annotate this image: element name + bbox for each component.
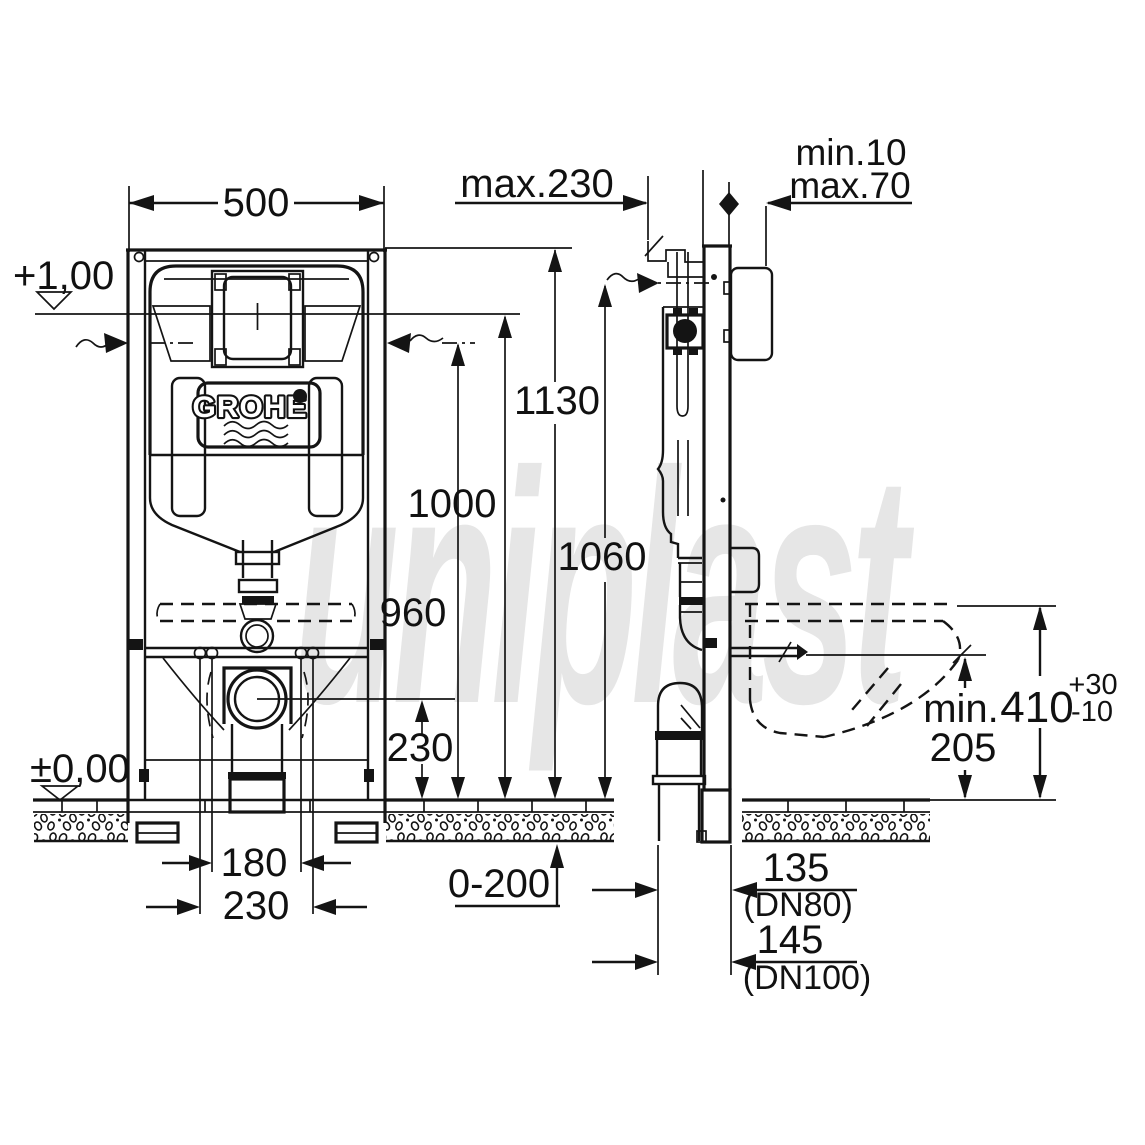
- height-dimensions: 1130 1000 960 1060: [380, 162, 649, 799]
- frame-depth-label: max.230: [460, 162, 613, 206]
- crossbar-and-bolts: [145, 646, 368, 914]
- break-arrow-icon: [637, 273, 659, 293]
- level-triangle-icon: [39, 785, 81, 802]
- break-arrow-icon: [104, 333, 128, 353]
- dim-bolt-spacings: 180 230: [146, 841, 367, 928]
- bolt-spacing-inner-label: 180: [221, 841, 288, 885]
- flush-plate-side: [723, 266, 774, 362]
- break-arrow-icon: [387, 333, 411, 353]
- plate-max-label: max.70: [789, 165, 910, 206]
- dim-floor-recess: 0-200: [448, 844, 564, 908]
- front-view: 500: [13, 181, 564, 928]
- bowl-height-label: 410: [1000, 683, 1073, 732]
- dn100-offset-label: 145: [757, 918, 824, 962]
- level-triangle-icon: [34, 291, 74, 311]
- break-wave-icon: [409, 334, 444, 343]
- side-view: min.10 max.70: [592, 132, 1118, 997]
- level-floor-label: ±0,00: [30, 747, 130, 791]
- cistern-top-height-label: 960: [380, 591, 447, 635]
- dn80-note-label: (DN80): [743, 886, 853, 924]
- dn100-note-label: (DN100): [743, 959, 871, 997]
- drain-height-label: 230: [387, 726, 454, 770]
- level-top-label: +1,00: [13, 254, 114, 298]
- bolt-spacing-outer-label: 230: [223, 884, 290, 928]
- outlet-min-label: min.: [923, 687, 999, 731]
- flush-center-height-label: 1000: [408, 482, 497, 526]
- wall-profile-top: [606, 170, 739, 293]
- plate-min-label: min.10: [795, 132, 906, 173]
- wave-icon: [223, 420, 289, 430]
- flush-plate-front: [210, 269, 305, 369]
- level-mark-floor: ±0,00: [30, 747, 130, 802]
- break-wave-icon: [606, 272, 641, 283]
- mounting-frame-front: [126, 248, 387, 844]
- bowl-height-tol-minus: -10: [1071, 696, 1113, 728]
- dim-drain-height: 230: [387, 700, 454, 799]
- cistern-side-profile: [651, 252, 707, 841]
- ceramic-outline-front: [156, 602, 356, 624]
- dn80-offset-label: 135: [763, 846, 830, 890]
- ceramic-bowl-side: [745, 602, 972, 739]
- dim-plate-depth: min.10 max.70: [765, 132, 912, 266]
- dim-frame-width: 500: [128, 181, 385, 252]
- grohe-logo-text: GROHE: [192, 391, 307, 424]
- floor-section: [33, 798, 1056, 843]
- dim-inlet-height: 1060: [558, 284, 647, 799]
- frame-width-label: 500: [223, 181, 290, 225]
- cistern-front: [148, 264, 365, 554]
- drain-socket-front: [222, 666, 455, 814]
- flush-pipe-front: [234, 540, 281, 654]
- break-wave-icon: [75, 338, 110, 348]
- level-mark-flush-center: +1,00: [13, 254, 520, 315]
- watermark: uniplast: [294, 403, 908, 772]
- dim-flush-center-height: 1000: [408, 315, 512, 799]
- dim-frame-depth: max.230: [455, 162, 649, 240]
- registered-dot-icon: [293, 389, 307, 403]
- frame-height-label: 1130: [514, 379, 600, 423]
- wave-icon: [223, 429, 289, 439]
- inlet-valve: [665, 308, 705, 355]
- outlet-min-value: 205: [930, 726, 997, 770]
- grohe-logo-plate: GROHE: [190, 381, 322, 449]
- dim-cistern-top-height: 960: [380, 343, 465, 799]
- dim-drain-offsets: 135 (DN80) 145 (DN100): [592, 845, 871, 997]
- bowl-height-tol-plus: +30: [1068, 669, 1117, 701]
- mounting-rail-side: [696, 244, 761, 844]
- dim-outlet-min-height: min. 205: [923, 657, 999, 799]
- wave-icon: [223, 438, 289, 448]
- dim-bowl-height: 410 +30 -10: [957, 605, 1118, 799]
- flush-pipe-side: [730, 641, 986, 663]
- wall-break-arrows: [75, 333, 475, 353]
- inlet-height-label: 1060: [558, 535, 647, 579]
- floor-recess-label: 0-200: [448, 862, 550, 906]
- dim-frame-height: 1130: [514, 249, 600, 799]
